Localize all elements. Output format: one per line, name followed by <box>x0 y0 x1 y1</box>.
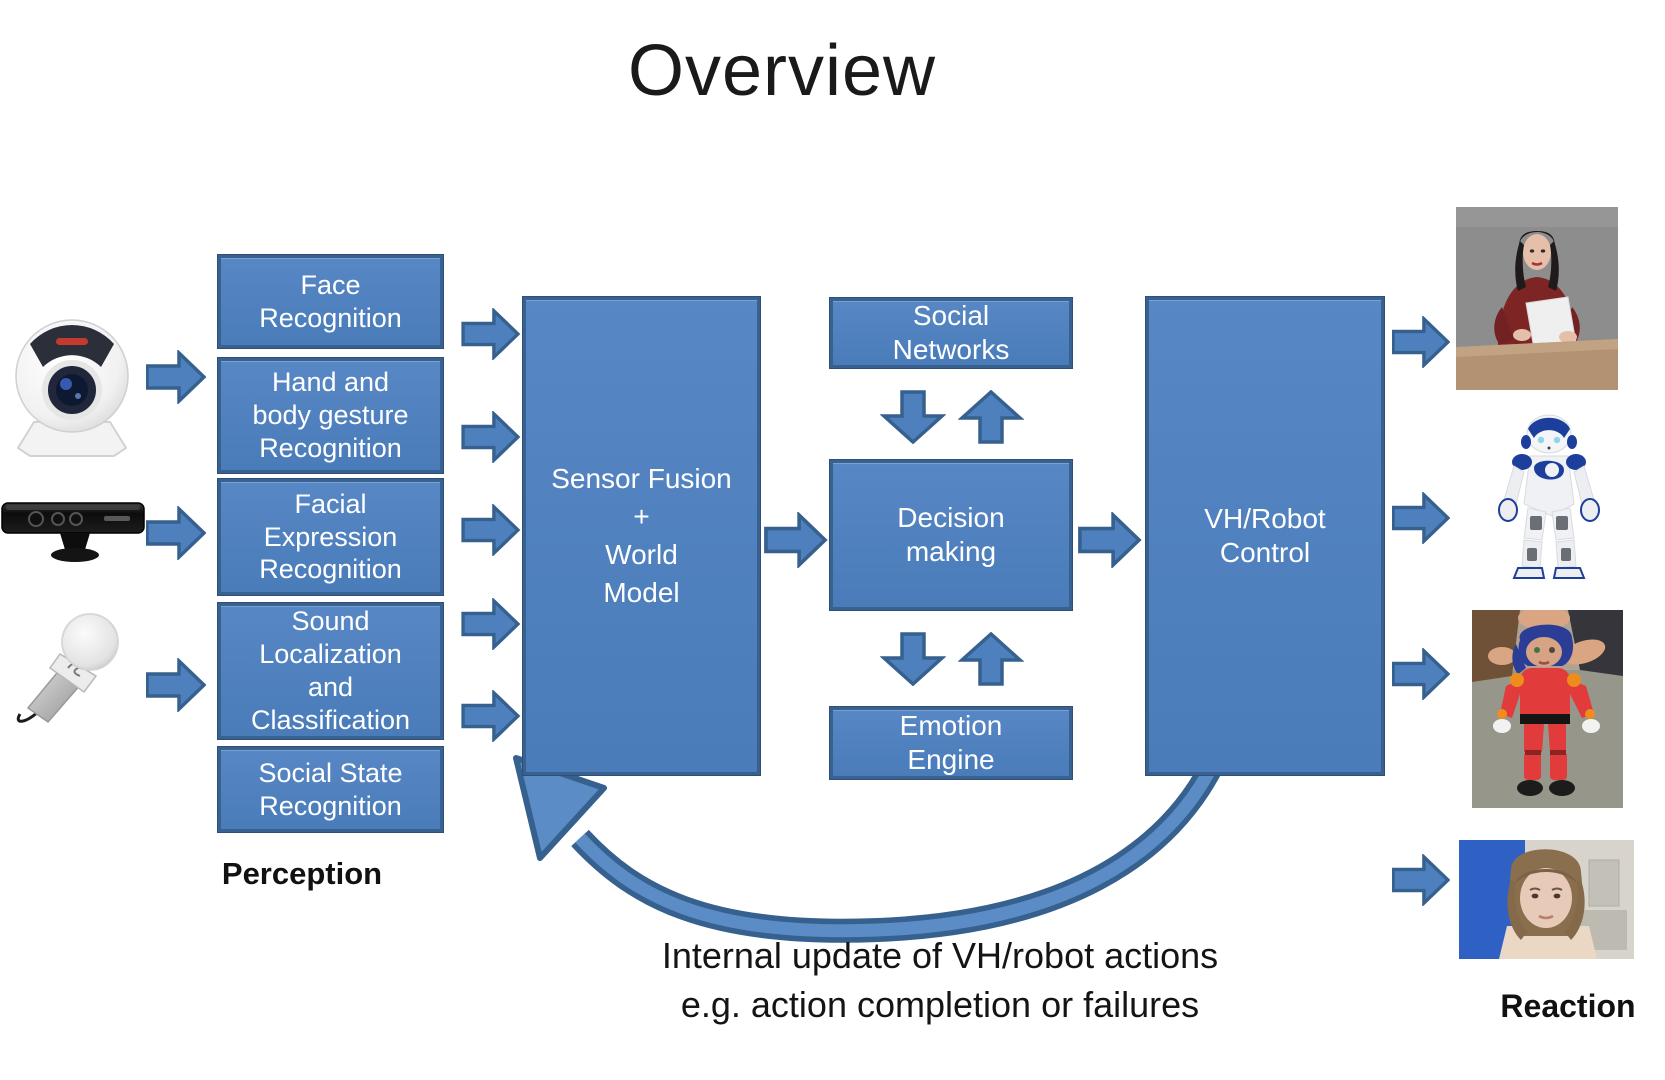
arrow-face-to-fusion <box>461 308 521 360</box>
arrow-control-to-virtual-human <box>1392 316 1450 368</box>
kinect-sensor-icon <box>0 495 148 567</box>
box-sensor-fusion-world-model: Sensor Fusion + World Model <box>523 297 760 775</box>
virtual-human-image <box>1456 207 1618 390</box>
box-social-state-recognition: Social State Recognition <box>218 747 443 832</box>
arrow-kinect-input <box>146 506 206 560</box>
arrow-decision-to-emotion-down <box>880 632 946 686</box>
slide-title: Overview <box>627 31 937 111</box>
webcam-icon <box>6 310 138 460</box>
arrow-social-to-decision-down <box>880 390 946 444</box>
arrow-decision-to-social-up <box>958 390 1024 444</box>
arrow-emotion-to-decision-up <box>958 632 1024 686</box>
box-sound-localization-classification: Sound Localization and Classification <box>218 603 443 739</box>
arrow-fusion-to-decision <box>764 512 828 568</box>
feedback-caption-line2: e.g. action completion or failures <box>680 983 1200 1025</box>
arrow-sound-to-fusion <box>461 598 521 650</box>
arrow-expression-to-fusion <box>461 504 521 556</box>
feedback-caption-line1: Internal update of VH/robot actions <box>661 935 1219 976</box>
arrow-decision-to-control <box>1078 512 1142 568</box>
arrow-control-to-nao <box>1392 492 1450 544</box>
arrow-socialstate-to-fusion <box>461 690 521 742</box>
arrow-control-to-child-robot <box>1392 648 1450 700</box>
arrow-gesture-to-fusion <box>461 411 521 463</box>
box-social-networks: Social Networks <box>830 298 1072 368</box>
arrow-microphone-input <box>146 658 206 712</box>
box-facial-expression-recognition: Facial Expression Recognition <box>218 479 443 595</box>
nao-robot-image <box>1490 412 1608 584</box>
feedback-caption: Internal update of VH/robot actions e.g.… <box>590 932 1290 1029</box>
reaction-label: Reaction <box>1500 988 1636 1024</box>
box-face-recognition: Face Recognition <box>218 255 443 348</box>
child-robot-image <box>1472 610 1623 808</box>
arrow-webcam-input <box>146 350 206 404</box>
microphone-icon <box>8 612 136 724</box>
box-hand-body-gesture-recognition: Hand and body gesture Recognition <box>218 358 443 473</box>
box-vh-robot-control: VH/Robot Control <box>1146 297 1384 775</box>
arrow-control-to-android-face <box>1392 854 1450 906</box>
box-emotion-engine: Emotion Engine <box>830 707 1072 779</box>
perception-label: Perception <box>221 856 383 891</box>
box-decision-making: Decision making <box>830 460 1072 610</box>
android-face-image <box>1459 840 1634 959</box>
